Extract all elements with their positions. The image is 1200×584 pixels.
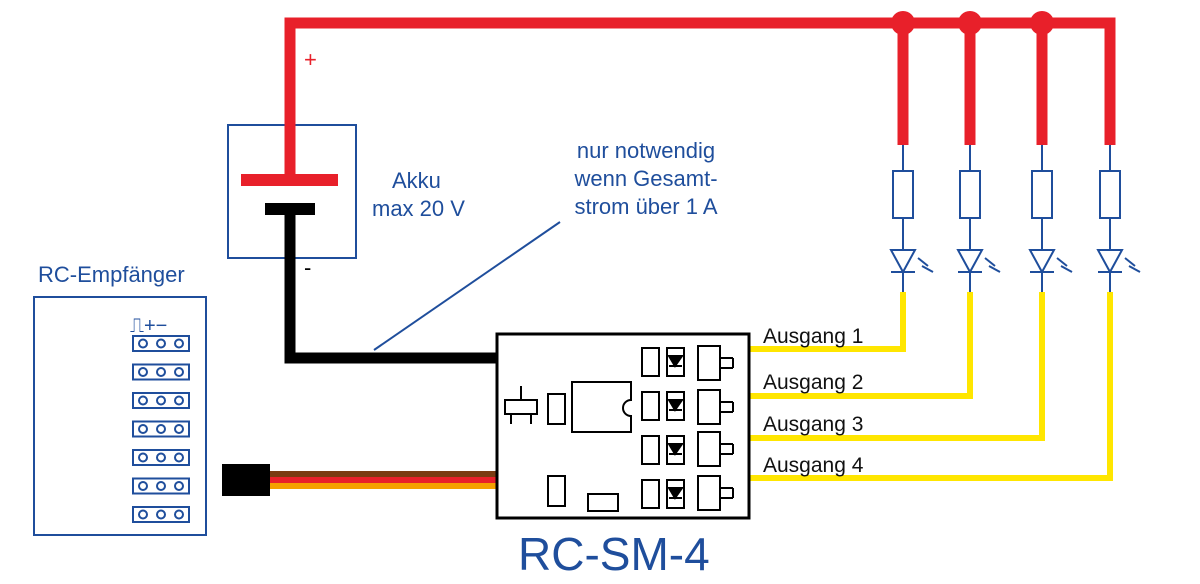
rc-sm-4-module bbox=[495, 332, 751, 520]
output-label-1: Ausgang 1 bbox=[763, 325, 863, 348]
battery-label-line2: max 20 V bbox=[372, 196, 465, 221]
pin bbox=[138, 395, 148, 406]
pin bbox=[174, 509, 184, 520]
pin bbox=[138, 509, 148, 520]
pin bbox=[174, 367, 184, 377]
negative-wire bbox=[284, 213, 499, 364]
servo-plug bbox=[222, 464, 270, 496]
battery-positive-plate bbox=[241, 174, 338, 186]
receiver-box bbox=[33, 296, 207, 536]
pin-header-row bbox=[132, 477, 190, 495]
pin bbox=[174, 452, 184, 463]
pin-header-row bbox=[132, 392, 190, 409]
pin-header-row bbox=[132, 506, 190, 523]
battery-negative-plate bbox=[265, 203, 315, 215]
output-label-4: Ausgang 4 bbox=[763, 454, 864, 477]
pin-header-row bbox=[132, 420, 190, 438]
note-line2: wenn Gesamt- bbox=[573, 166, 717, 191]
pin bbox=[156, 452, 166, 463]
pin-header-row bbox=[132, 335, 190, 352]
pin bbox=[174, 395, 184, 406]
minus-label: - bbox=[304, 255, 311, 280]
pin bbox=[138, 481, 148, 491]
output-label-2: Ausgang 2 bbox=[763, 371, 863, 394]
receiver-label: RC-Empfänger bbox=[38, 262, 185, 287]
receiver-pin-headers bbox=[132, 335, 190, 523]
pin-header-row bbox=[132, 449, 190, 466]
output-wires bbox=[748, 292, 1113, 481]
pin bbox=[174, 424, 184, 434]
servo-cable bbox=[222, 464, 500, 496]
pin bbox=[138, 338, 148, 349]
junction-dot bbox=[958, 11, 982, 35]
pin bbox=[174, 481, 184, 491]
pin bbox=[156, 338, 166, 349]
battery-label-line1: Akku bbox=[392, 168, 441, 193]
led-chains bbox=[889, 145, 1141, 292]
plus-label: + bbox=[304, 47, 317, 72]
pin bbox=[156, 395, 166, 406]
module-title: RC-SM-4 bbox=[518, 528, 710, 580]
positive-wire bbox=[284, 17, 1116, 180]
pin bbox=[138, 424, 148, 434]
pin bbox=[156, 481, 166, 491]
pin bbox=[156, 509, 166, 520]
junction-dot bbox=[891, 11, 915, 35]
pin-symbols-label: ⎍+− bbox=[130, 315, 167, 337]
note-line3: strom über 1 A bbox=[574, 194, 717, 219]
output-label-3: Ausgang 3 bbox=[763, 413, 863, 436]
pin bbox=[138, 452, 148, 463]
pin bbox=[174, 338, 184, 349]
pin-header-row bbox=[132, 363, 190, 381]
note-pointer-line bbox=[373, 221, 561, 351]
pin bbox=[156, 424, 166, 434]
pin bbox=[138, 367, 148, 377]
pin bbox=[156, 367, 166, 377]
junction-dot bbox=[1030, 11, 1054, 35]
note-line1: nur notwendig bbox=[577, 138, 715, 163]
